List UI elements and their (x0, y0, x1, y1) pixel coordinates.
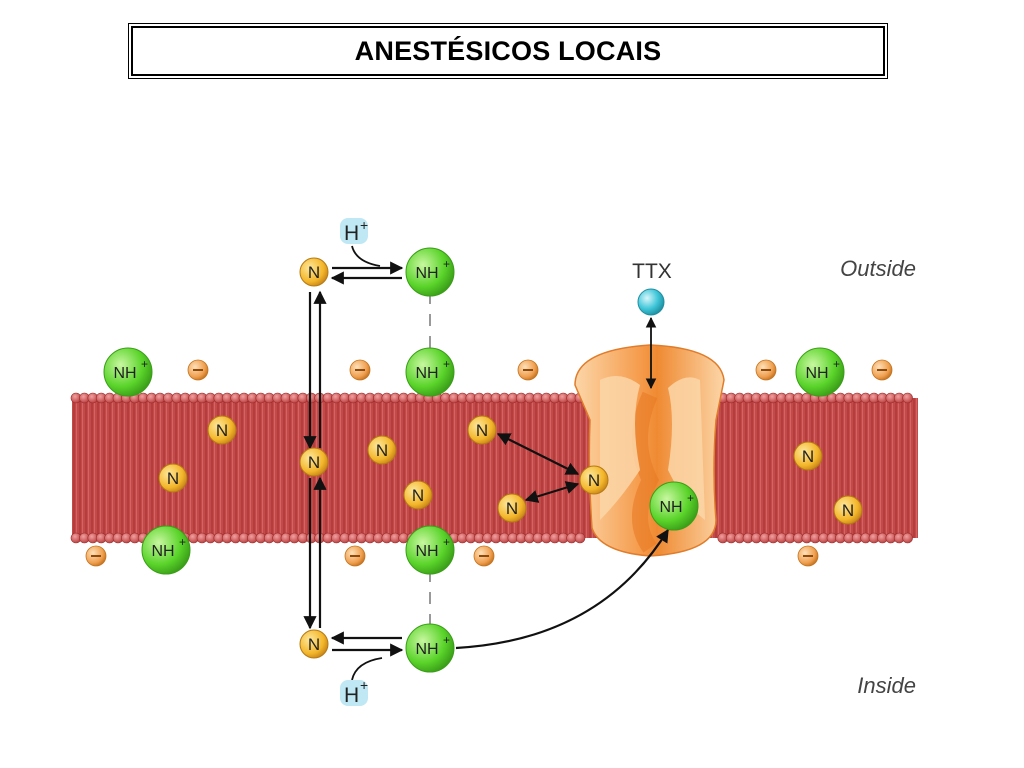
ttx-label: TTX (632, 260, 672, 283)
neutral-molecules: N N N N N N N N N N N N (158, 257, 863, 659)
neutral-molecule: N (299, 257, 329, 287)
neutral-label: N (588, 471, 600, 490)
neutral-molecule: N (793, 441, 823, 471)
neutral-molecule: N (367, 435, 397, 465)
protonated-charge: + (687, 491, 694, 505)
neutral-molecule: N (158, 463, 188, 493)
protonated-charge: + (443, 535, 450, 549)
protonated-molecule: NH + (795, 347, 845, 397)
arrow-top-h-entry (351, 245, 381, 267)
negative-charge (755, 359, 777, 381)
negative-charge (871, 359, 893, 381)
title-frame: ANESTÉSICOS LOCAIS (131, 26, 885, 76)
title-box: ANESTÉSICOS LOCAIS (128, 23, 888, 79)
protonated-molecule: NH + (649, 481, 699, 531)
neutral-label: N (308, 263, 320, 282)
protonated-molecule: NH + (103, 347, 153, 397)
neutral-molecule: N (833, 495, 863, 525)
protonated-label: NH (151, 543, 174, 560)
neutral-label: N (476, 421, 488, 440)
protonated-molecules: NH + NH + NH + NH + NH + NH + NH + NH + (103, 247, 845, 673)
slide-title: ANESTÉSICOS LOCAIS (354, 35, 662, 66)
protonated-label: NH (415, 265, 438, 282)
negative-charge (517, 359, 539, 381)
sodium-channel (574, 344, 725, 557)
negative-charge (473, 545, 495, 567)
neutral-label: N (167, 469, 179, 488)
negative-charge (344, 545, 366, 567)
neutral-molecule: N (207, 415, 237, 445)
neutral-molecule: N (299, 629, 329, 659)
protonated-charge: + (141, 357, 148, 371)
protonated-label: NH (415, 543, 438, 560)
protonated-charge: + (179, 535, 186, 549)
arrow-cytoplasm-to-channel (455, 528, 669, 650)
arrow-bottom-h-exit (351, 657, 383, 681)
neutral-label: N (506, 499, 518, 518)
neutral-label: N (308, 453, 320, 472)
membrane-tails (72, 398, 918, 538)
neutral-label: N (412, 486, 424, 505)
protonated-label: NH (113, 365, 136, 382)
neutral-molecule: N (467, 415, 497, 445)
h-ion-bottom: H + (340, 677, 368, 707)
neutral-label: N (308, 635, 320, 654)
protonated-label: NH (659, 499, 682, 516)
protonated-molecule: NH + (405, 623, 455, 673)
negative-charge (349, 359, 371, 381)
h-ion-bottom-charge: + (360, 677, 368, 693)
lipid-bilayer (70, 392, 918, 544)
neutral-label: N (376, 441, 388, 460)
protonated-label: NH (415, 641, 438, 658)
arrow-lateral-lower (524, 481, 580, 503)
protonated-label: NH (415, 365, 438, 382)
protonated-charge: + (443, 633, 450, 647)
neutral-molecule: N (579, 465, 609, 495)
membrane-heads-top (70, 392, 913, 404)
protonated-molecule: NH + (405, 525, 455, 575)
outside-label: Outside (840, 256, 916, 281)
negative-charge (797, 545, 819, 567)
h-ion-top: H + (340, 217, 368, 245)
neutral-label: N (802, 447, 814, 466)
negative-charge (187, 359, 209, 381)
inside-label: Inside (857, 673, 916, 698)
negative-charges (85, 359, 893, 567)
h-ion-top-charge: + (360, 217, 368, 233)
protonated-molecule: NH + (405, 347, 455, 397)
neutral-label: N (842, 501, 854, 520)
neutral-molecule: N (403, 480, 433, 510)
protonated-label: NH (805, 365, 828, 382)
protonated-charge: + (833, 357, 840, 371)
protonated-molecule: NH + (405, 247, 455, 297)
protonated-charge: + (443, 357, 450, 371)
h-ion-top-label: H (344, 222, 359, 245)
neutral-molecule: N (497, 493, 527, 523)
ttx-molecule: TTX (632, 260, 672, 316)
protonated-molecule: NH + (141, 525, 191, 575)
neutral-label: N (216, 421, 228, 440)
arrow-lateral-upper (496, 433, 580, 475)
neutral-molecule: N (299, 447, 329, 477)
arrows (303, 245, 669, 681)
h-ion-bottom-label: H (344, 684, 359, 707)
protonated-charge: + (443, 257, 450, 271)
negative-charge (85, 545, 107, 567)
